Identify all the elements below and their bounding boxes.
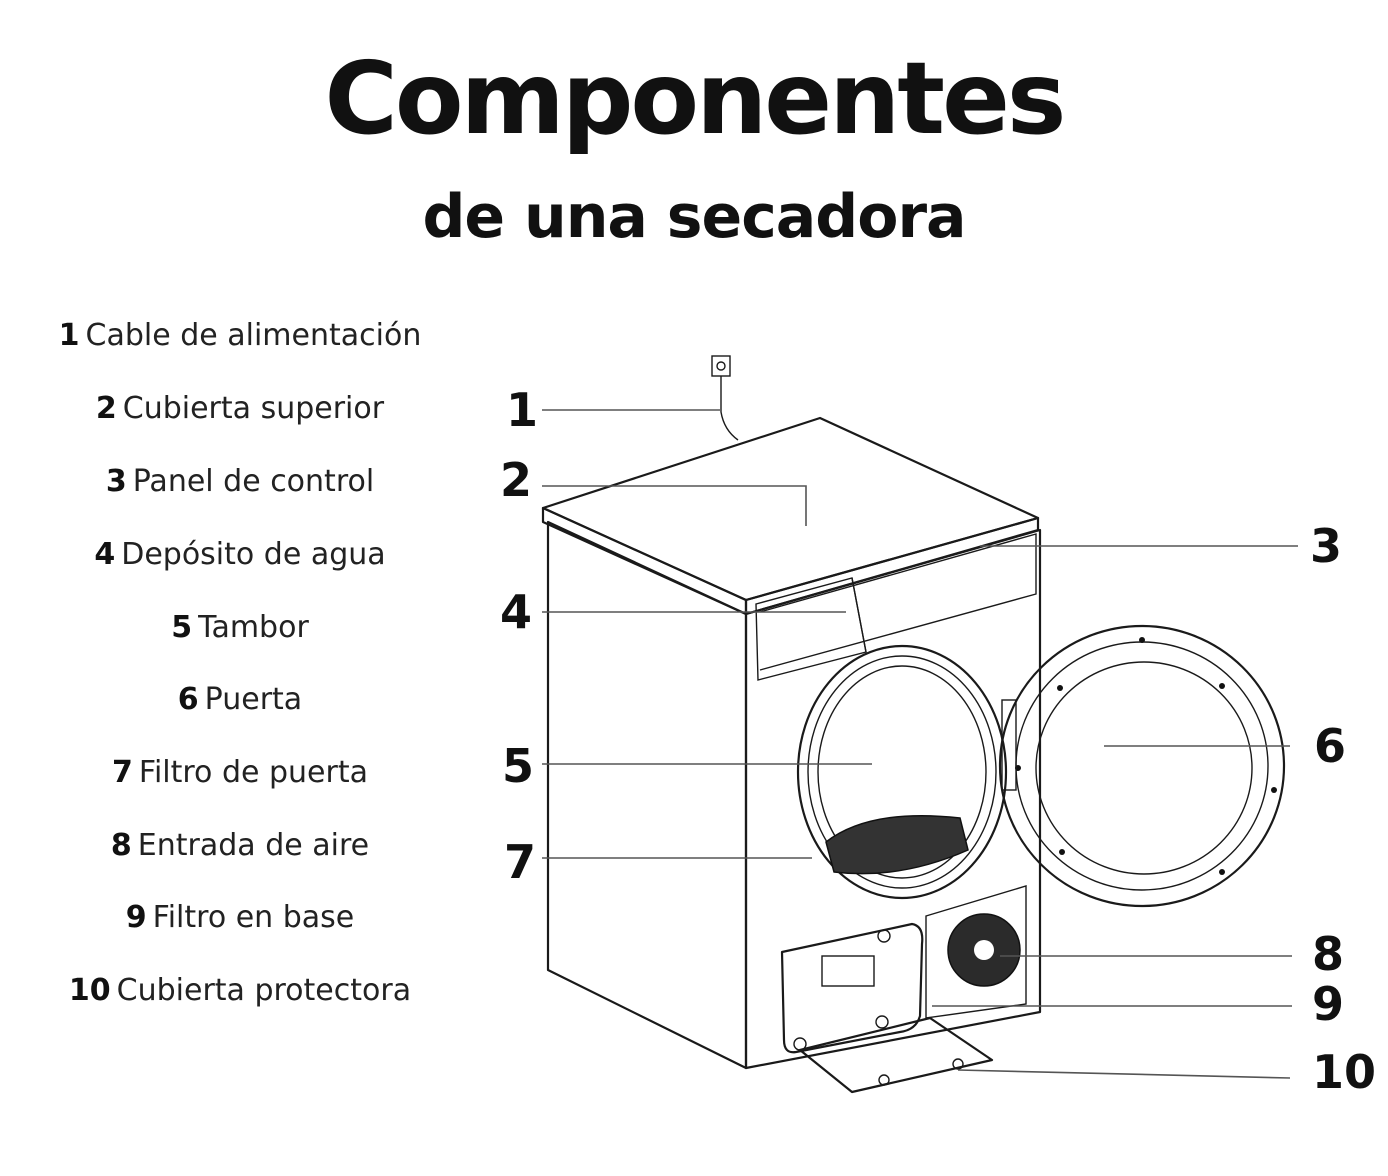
callout-6: 6 [1314, 719, 1346, 773]
legend-number: 2 [95, 391, 117, 426]
callout-5: 5 [502, 739, 534, 793]
callout-4: 4 [500, 585, 532, 639]
legend-label: Puerta [204, 682, 303, 717]
base-filter-icon [780, 922, 924, 1054]
legend-number: 5 [171, 610, 193, 645]
callout-7: 7 [504, 835, 536, 889]
page-subtitle: de una secadora [422, 182, 966, 252]
callout-10: 10 [1312, 1045, 1376, 1099]
callout-1: 1 [506, 383, 538, 437]
legend-label: Cable de alimentación [85, 318, 422, 353]
air-intake-icon [925, 885, 1027, 1019]
legend-number: 10 [68, 973, 111, 1008]
leader-lines [542, 409, 1298, 1079]
legend-number: 6 [177, 682, 199, 717]
legend-number: 4 [94, 537, 116, 572]
legend-label: Filtro en base [152, 900, 355, 935]
power-cable-icon [711, 355, 739, 441]
legend-label: Filtro de puerta [138, 755, 368, 790]
legend-label: Cubierta protectora [116, 973, 412, 1008]
dryer-body [541, 416, 1042, 1070]
protective-cover-icon [798, 1016, 994, 1094]
legend-label: Entrada de aire [137, 828, 370, 863]
legend-number: 7 [112, 755, 133, 790]
legend-label: Tambor [198, 610, 309, 645]
legend-label: Panel de control [132, 464, 375, 499]
callout-8: 8 [1312, 927, 1344, 981]
legend-number: 8 [110, 828, 132, 863]
legend-label: Depósito de agua [121, 537, 386, 572]
page-title: Componentes [324, 40, 1067, 157]
callout-2: 2 [500, 453, 532, 507]
legend-number: 3 [105, 464, 127, 499]
callout-9: 9 [1312, 977, 1344, 1031]
drum-opening [796, 644, 1008, 900]
door-icon [998, 624, 1286, 908]
legend-number: 1 [58, 318, 80, 353]
legend-number: 9 [125, 900, 147, 935]
callout-3: 3 [1310, 519, 1342, 573]
legend-label: Cubierta superior [122, 391, 385, 426]
